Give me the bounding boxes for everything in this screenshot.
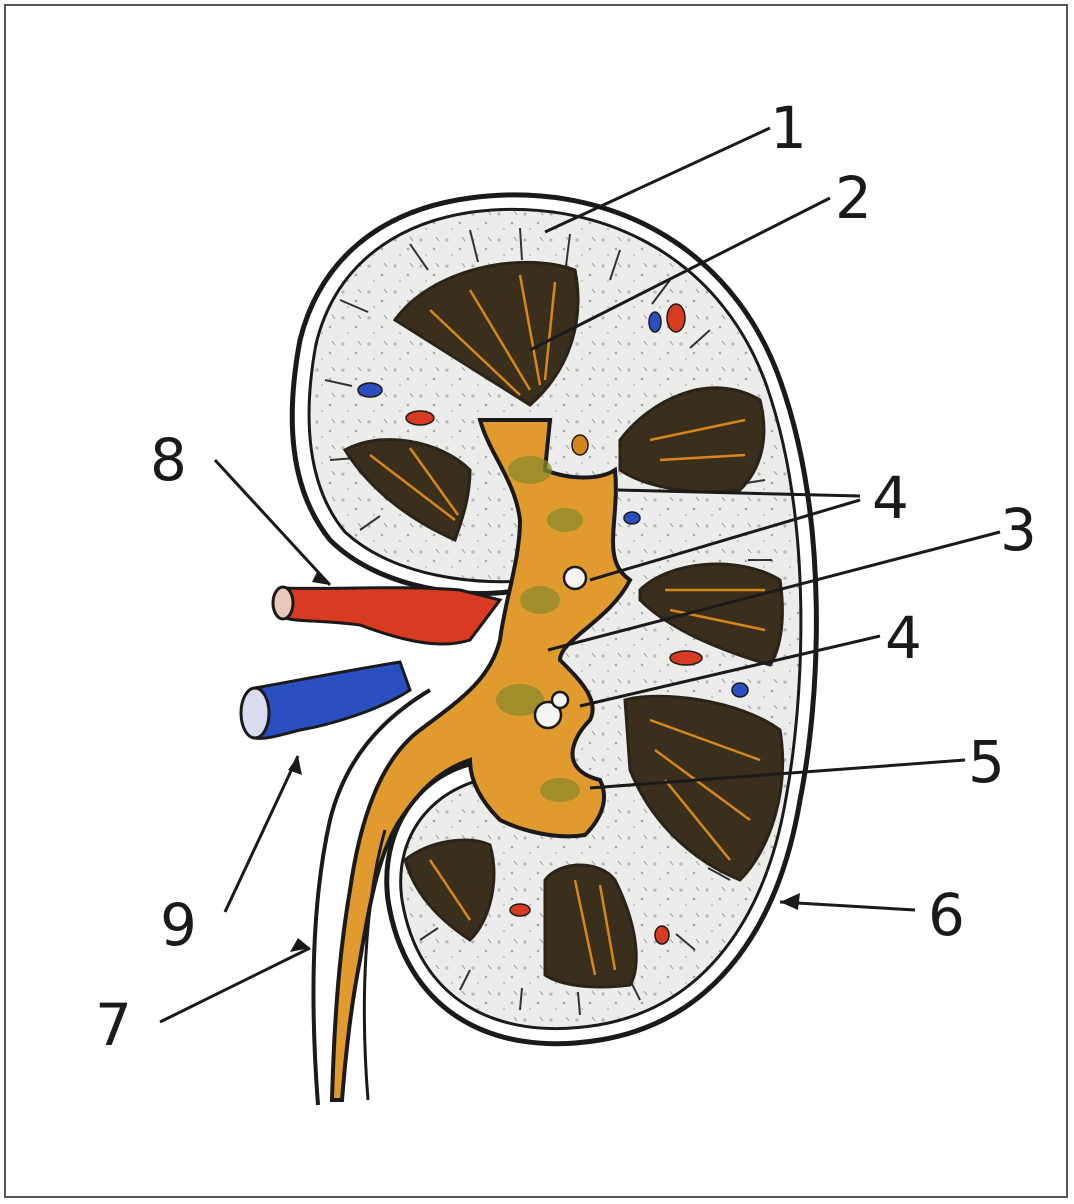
leader-1 [545,128,770,232]
label-8: 8 [150,426,187,494]
label-7: 7 [95,991,132,1059]
leader-8 [215,460,330,585]
leader-6 [780,902,915,910]
renal-artery [285,588,500,644]
leader-9 [225,756,298,912]
leader-7 [160,948,310,1022]
label-1: 1 [770,94,807,162]
label-6: 6 [928,881,965,949]
label-3: 3 [1000,496,1037,564]
label-5: 5 [968,728,1005,796]
label-4-upper: 4 [872,464,909,532]
renal-vein-lumen [241,688,269,738]
label-2: 2 [835,164,872,232]
renal-artery-lumen [273,587,293,619]
renal-vein [255,662,410,738]
label-4-lower: 4 [885,604,922,672]
label-9: 9 [160,891,197,959]
